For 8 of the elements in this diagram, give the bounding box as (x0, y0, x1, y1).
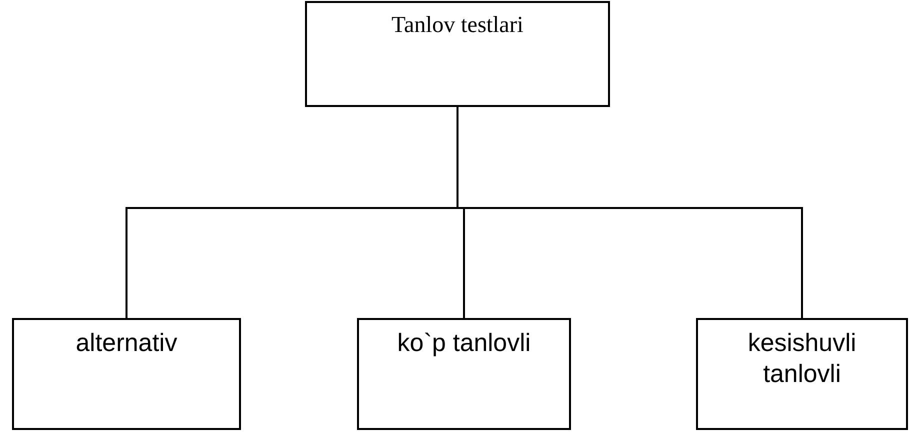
box-label: kesishuvli tanlovli (746, 328, 858, 390)
box-label: ko`p tanlovli (396, 328, 532, 359)
category-box (305, 1, 610, 107)
box-label: alternativ (74, 328, 178, 359)
category-box (696, 318, 908, 430)
category-box (357, 318, 571, 430)
category-box (12, 318, 241, 430)
box-label: Tanlov testlari (390, 11, 524, 39)
